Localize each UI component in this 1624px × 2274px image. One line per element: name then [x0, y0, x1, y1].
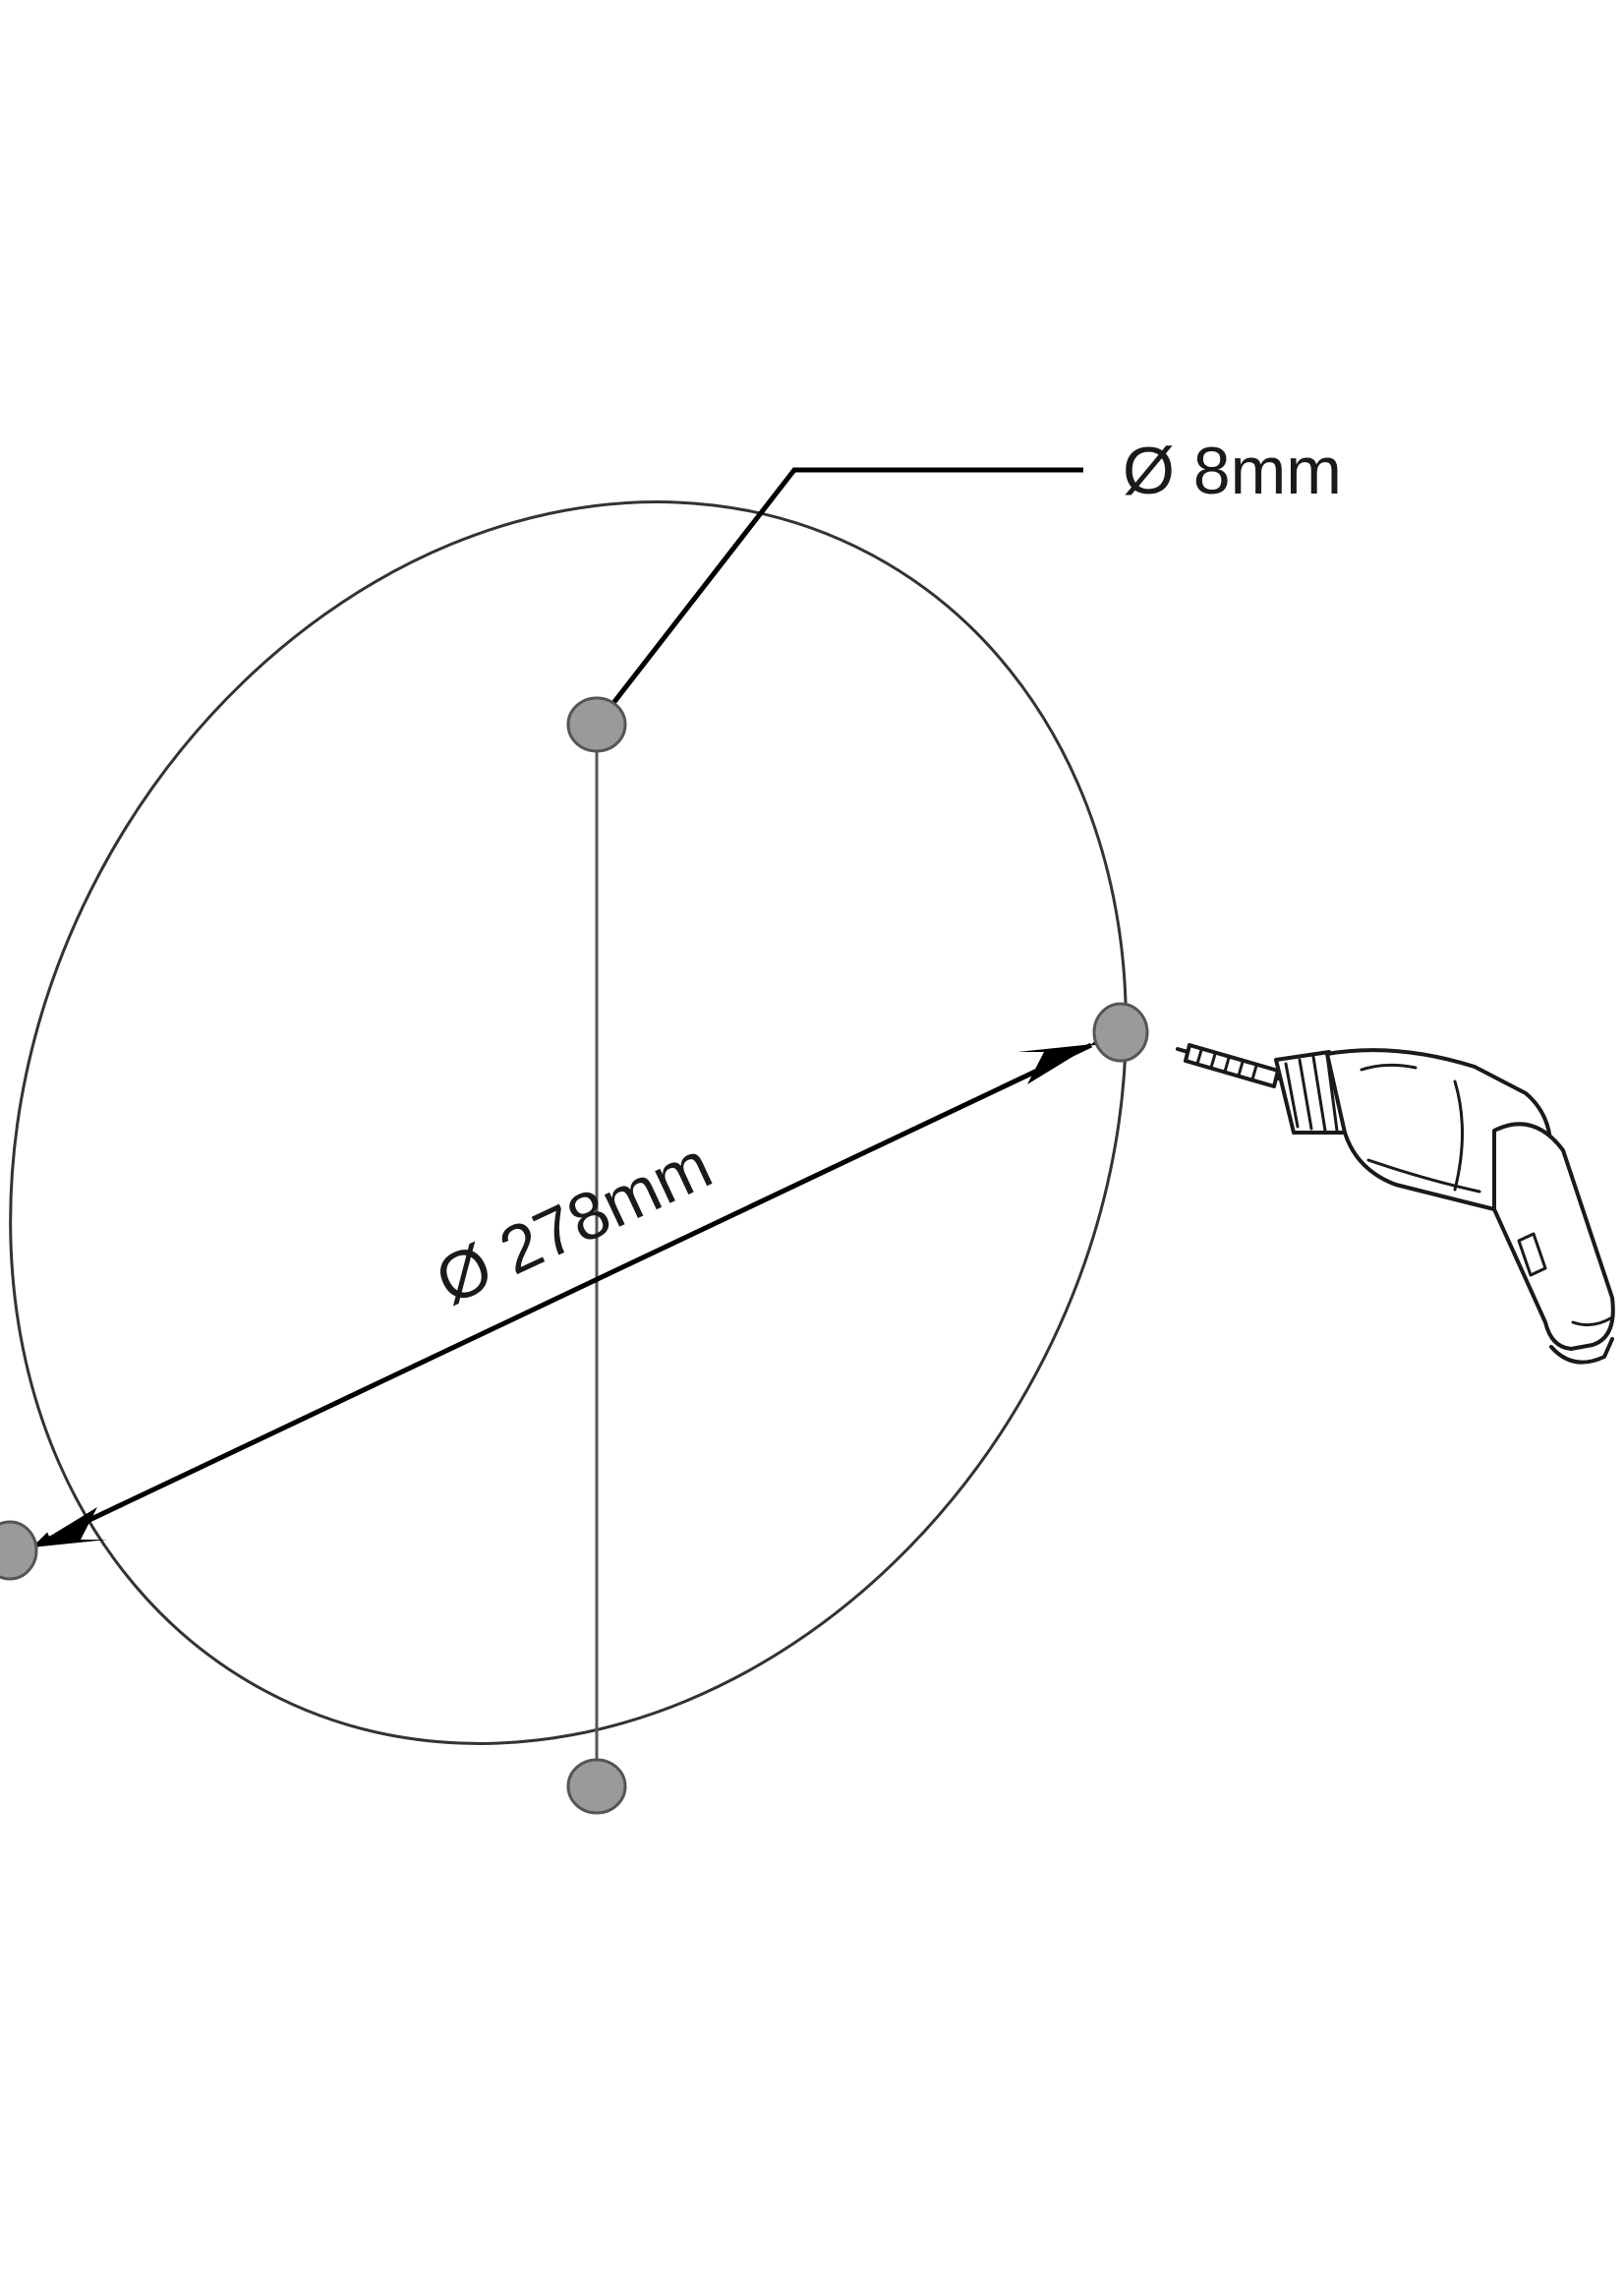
drill-hole-bottom	[566, 1758, 627, 1815]
power-drill-icon	[1176, 1043, 1615, 1365]
mounting-circle	[9, 500, 1128, 1745]
drill-hole-top	[566, 696, 627, 753]
hole-diameter-label: Ø 8mm	[1123, 434, 1342, 508]
drill-hole-right	[1092, 1002, 1149, 1063]
diameter-dimension-arrow	[31, 1030, 1112, 1549]
drill-hole-left	[0, 1520, 38, 1581]
arrowhead-left	[31, 1507, 107, 1547]
hole-callout-leader	[595, 467, 1083, 727]
arrowhead-right	[1017, 1044, 1093, 1084]
